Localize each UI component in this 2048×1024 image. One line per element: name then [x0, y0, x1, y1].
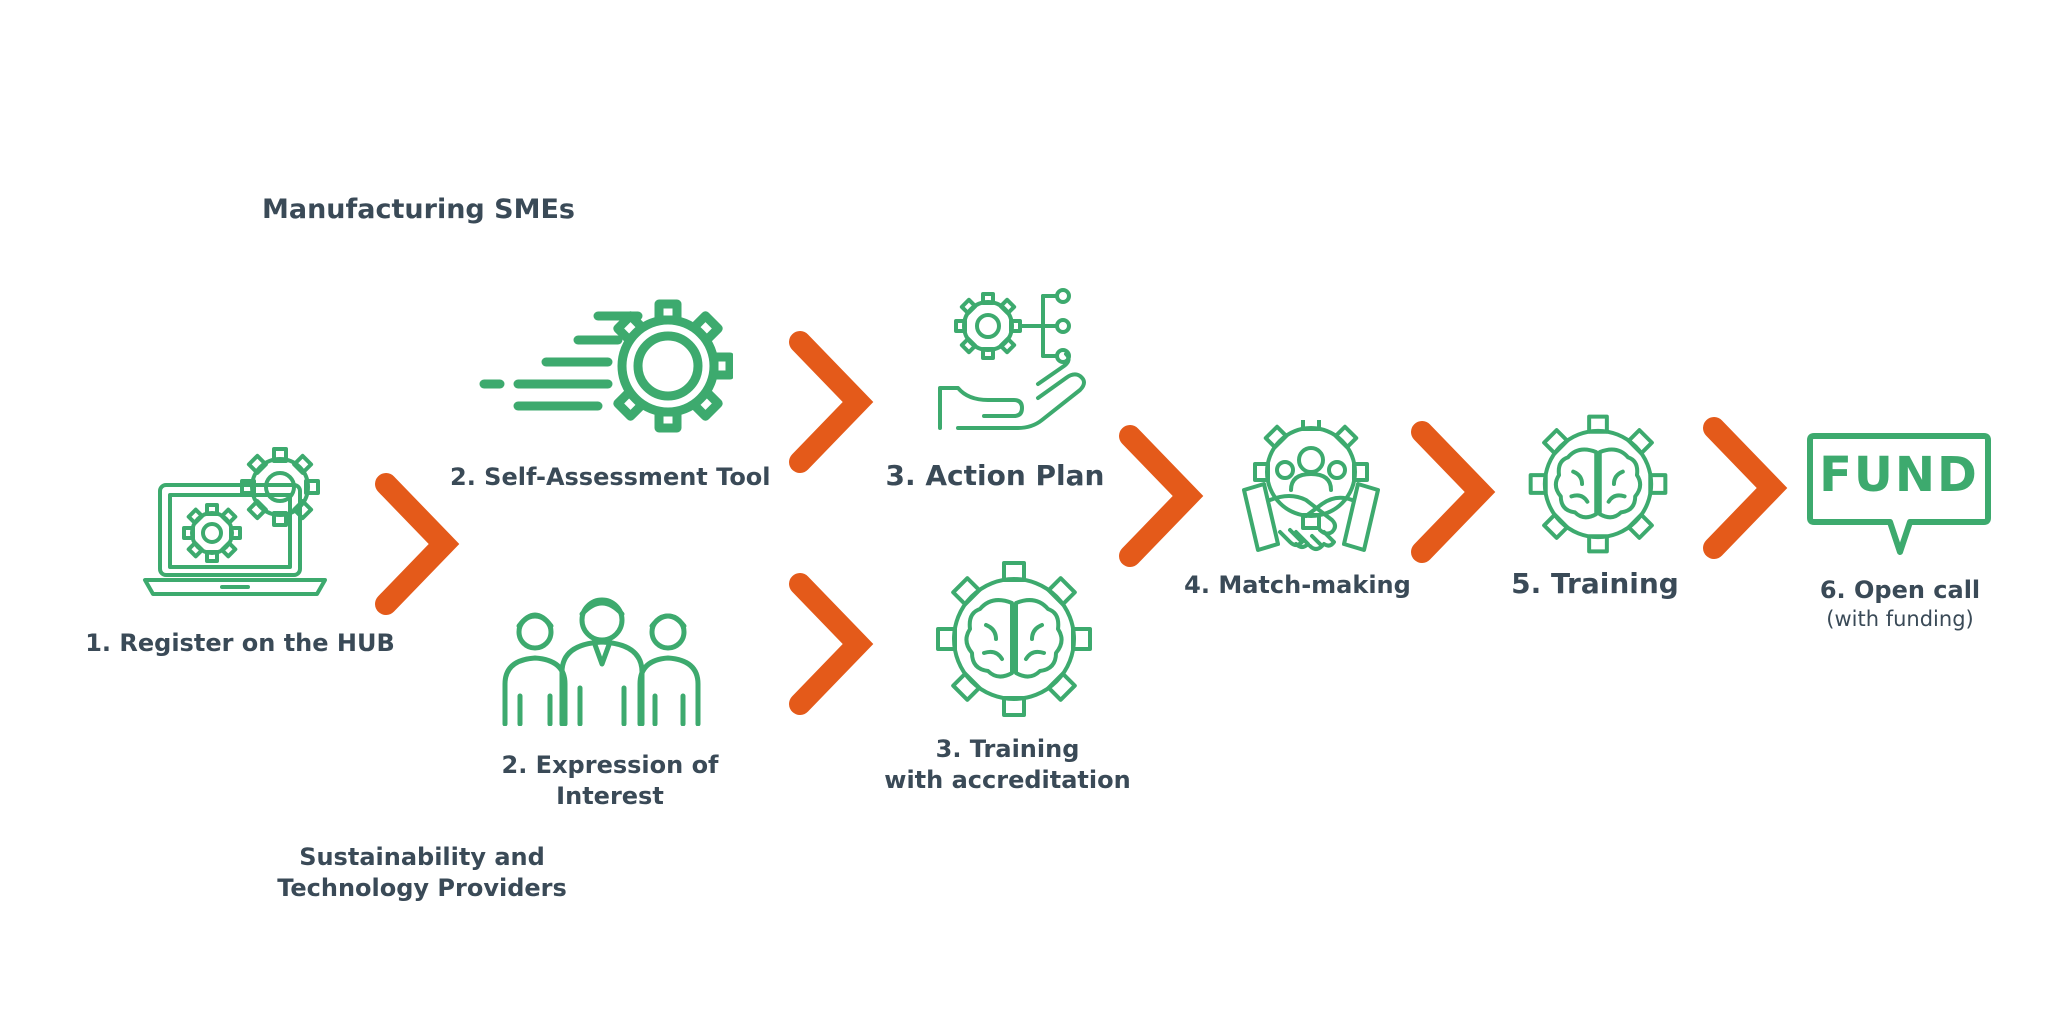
step-2b-label-line2: Interest — [556, 782, 664, 811]
step-3b-label: 3. Training with accreditation — [870, 734, 1145, 796]
group-label-providers-line1: Sustainability and — [299, 843, 545, 871]
step-3a-label: 3. Action Plan — [885, 459, 1105, 492]
fast-gear-icon — [478, 298, 733, 433]
chevron-right-icon — [1116, 422, 1206, 570]
step-2b-label: 2. Expression of Interest — [470, 750, 750, 812]
brain-gear-icon — [1528, 414, 1668, 554]
chevron-right-icon — [1408, 418, 1498, 566]
hand-gear-network-icon — [935, 282, 1090, 432]
chevron-right-icon — [786, 328, 876, 476]
chevron-right-icon — [372, 470, 462, 618]
laptop-gears-icon — [140, 445, 330, 610]
step-2a-label: 2. Self-Assessment Tool — [450, 463, 771, 491]
step-2b-label-line1: 2. Expression of — [501, 751, 719, 779]
chevron-right-icon — [786, 570, 876, 718]
step-3b-label-line1: 3. Training — [935, 735, 1080, 763]
step-4-label: 4. Match-making — [1184, 571, 1411, 599]
step-1-label: 1. Register on the HUB — [85, 629, 395, 657]
group-label-smes: Manufacturing SMEs — [262, 194, 575, 225]
group-label-providers: Sustainability and Technology Providers — [272, 842, 572, 904]
group-label-providers-line2: Technology Providers — [277, 874, 567, 903]
fund-badge-text: FUND — [1819, 447, 1979, 503]
step-3b-label-line2: with accreditation — [884, 766, 1131, 795]
handshake-people-icon — [1240, 420, 1382, 565]
step-5-label: 5. Training — [1511, 567, 1679, 600]
step-6-label: 6. Open call (with funding) — [1780, 575, 2020, 633]
fund-speech-bubble-icon — [1806, 430, 1992, 560]
step-6-label-title: 6. Open call — [1819, 576, 1981, 604]
brain-gear-icon — [935, 560, 1093, 718]
chevron-right-icon — [1700, 414, 1790, 562]
team-people-icon — [500, 596, 705, 726]
step-6-label-subtitle: (with funding) — [1826, 607, 1974, 632]
